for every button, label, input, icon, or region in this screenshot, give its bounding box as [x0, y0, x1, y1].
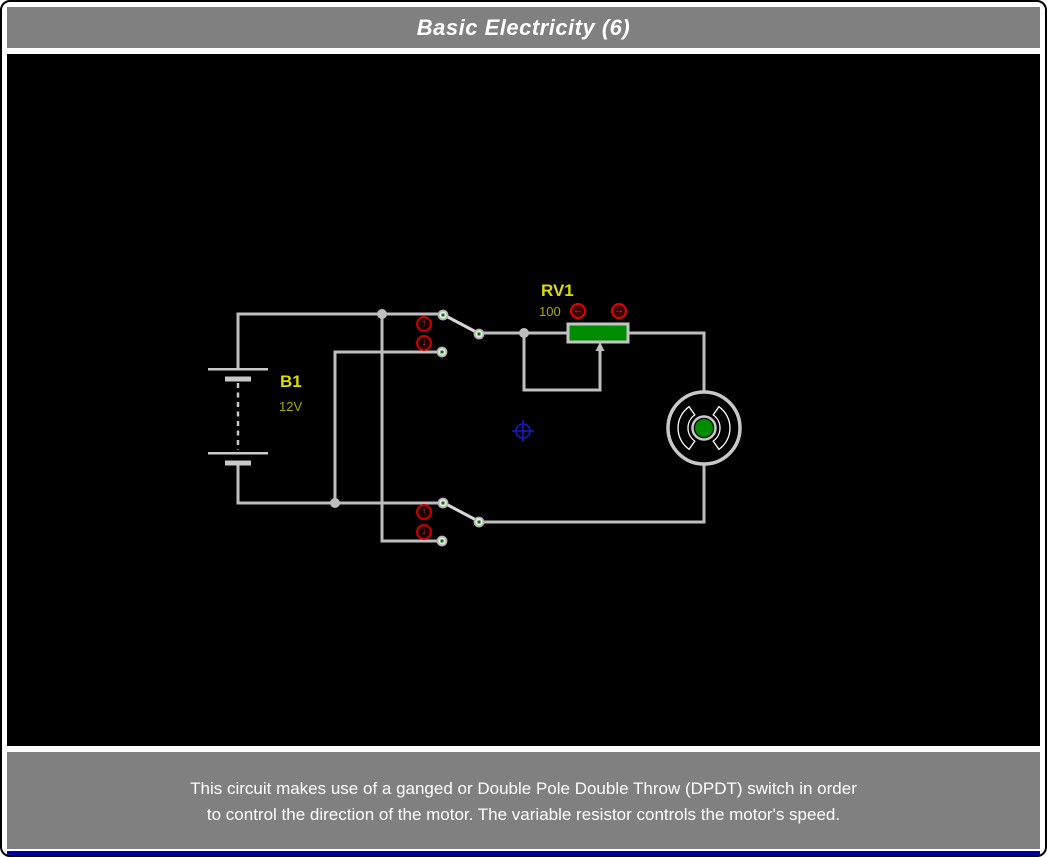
- wire: [479, 464, 706, 524]
- pin-contact: [477, 332, 481, 336]
- motor-brushes: [677, 405, 731, 451]
- wire: [236, 312, 443, 369]
- motor-symbol: [666, 390, 742, 466]
- battery-symbol: [208, 368, 268, 466]
- switch-bottom-pole: [436, 497, 485, 547]
- battery-plate-long: [208, 368, 268, 371]
- potentiometer-ref-label: RV1: [541, 281, 574, 300]
- wire: [236, 462, 441, 505]
- battery-plate-short: [225, 460, 251, 466]
- motor-housing: [666, 390, 742, 466]
- switch-top-up-button arrow-up-icon[interactable]: ↑: [416, 316, 432, 332]
- wire: [333, 350, 440, 503]
- origin-crosshair-icon: [512, 420, 534, 442]
- switch-pins: [436, 309, 485, 358]
- junction-dot: [519, 328, 529, 338]
- description-line-1: This circuit makes use of a ganged or Do…: [190, 779, 857, 798]
- wire: [479, 331, 706, 392]
- motor-shaft-ring: [691, 415, 717, 441]
- schematic-drawing: [208, 309, 742, 547]
- wire: [380, 314, 441, 543]
- pin-contact: [441, 501, 445, 505]
- wiper-arrowhead: [595, 342, 605, 351]
- pin-contact: [441, 313, 445, 317]
- pin-contact: [440, 539, 444, 543]
- schematic-canvas[interactable]: B1 12V RV1 100 ↑ ↓ ↑ ↓ ← →: [7, 54, 1040, 746]
- description-line-2: to control the direction of the motor. T…: [206, 805, 841, 824]
- pin-contact: [440, 350, 444, 354]
- battery-value-label: 12V: [279, 399, 303, 414]
- switch-top-pole: [436, 309, 485, 358]
- junction-dot: [377, 309, 387, 319]
- battery-plate-long: [208, 452, 268, 455]
- switch-lever[interactable]: [442, 501, 480, 523]
- potentiometer-body: [566, 322, 630, 344]
- motor-brush: [677, 405, 696, 451]
- switch-top-down-button arrow-down-icon[interactable]: ↓: [416, 335, 432, 351]
- potentiometer-value-label: 100: [539, 304, 561, 319]
- battery-ref-label: B1: [280, 372, 302, 391]
- bottom-accent-bar: [7, 851, 1040, 855]
- switch-bottom-down-button arrow-down-icon[interactable]: ↓: [416, 524, 432, 540]
- switch-bottom-up-button arrow-up-icon[interactable]: ↑: [416, 504, 432, 520]
- switch-pins: [436, 497, 485, 547]
- battery-plate-short: [225, 376, 251, 382]
- wire-wiper-feedback: [522, 333, 602, 392]
- switch-lever[interactable]: [442, 313, 480, 335]
- description-panel: This circuit makes use of a ganged or Do…: [7, 752, 1040, 849]
- page-title: Basic Electricity (6): [416, 14, 631, 40]
- pin-contact: [477, 520, 481, 524]
- potentiometer-decrease-button arrow-left-icon[interactable]: ←: [570, 303, 586, 319]
- potentiometer-increase-button arrow-right-icon[interactable]: →: [611, 303, 627, 319]
- motor-shaft: [695, 419, 713, 437]
- junction-dot: [330, 498, 340, 508]
- title-bar: Basic Electricity (6): [7, 7, 1040, 48]
- motor-brush: [712, 405, 731, 451]
